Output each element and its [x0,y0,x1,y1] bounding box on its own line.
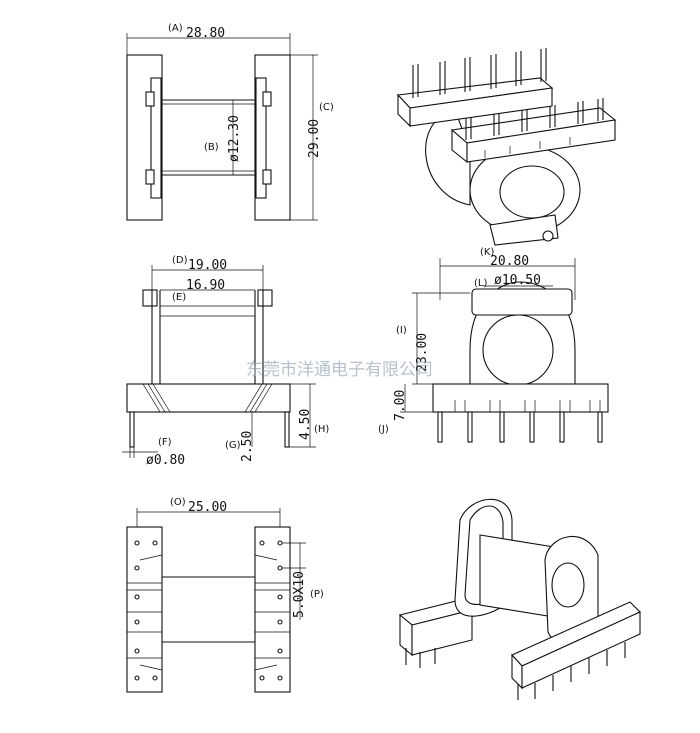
dim-e-tag: (E) [172,292,186,303]
dim-p-tag: (P) [310,589,324,600]
dim-o-tag: (O) [170,497,186,508]
dim-g-value: 2.50 [240,431,255,462]
watermark-text: 东莞市洋通电子有限公司 [246,360,433,380]
isometric-view-top [396,48,617,246]
dim-c-tag: (C) [319,102,334,113]
dim-f-value: ø0.80 [146,453,185,468]
dim-e-value: 16.90 [186,278,225,293]
dim-l-tag: (L) [474,278,487,289]
dim-k-value: 20.80 [490,254,529,269]
dim-i-value: 23.00 [415,333,430,372]
dim-f-tag: (F) [158,437,172,448]
dim-a-value: 28.80 [186,26,225,41]
top-view: (A) 28.80 (B) ø12.30 (C) 29.00 [126,23,334,221]
dim-b-tag: (B) [204,142,219,153]
isometric-view-bottom [398,498,641,700]
dim-o-value: 25.00 [188,500,227,515]
dim-l-value: ø10.50 [494,273,541,288]
dim-p-value: 5.0X10 [292,571,307,618]
dim-i-tag: (I) [396,325,407,336]
dim-k-tag: (K) [480,247,494,258]
front-view: (K) 20.80 (L) ø10.50 (I) 23.00 (J) 7.00 [378,247,609,443]
dim-d-value: 19.00 [188,258,227,273]
dim-a-tag: (A) [168,23,183,34]
dim-g-tag: (G) [225,440,241,451]
dim-d-tag: (D) [172,255,188,266]
dim-h-value: 4.50 [298,409,313,440]
dim-j-tag: (J) [378,424,389,435]
dim-b-value: ø12.30 [227,115,242,162]
bottom-view: (O) 25.00 (P) 5.0X10 [126,497,324,693]
side-view: (D) 19.00 (E) 16.90 (F) ø0.80 (G) 2.50 (… [122,255,329,468]
dim-j-value: 7.00 [393,390,408,421]
dim-c-value: 29.00 [307,119,322,158]
dim-h-tag: (H) [314,424,329,435]
